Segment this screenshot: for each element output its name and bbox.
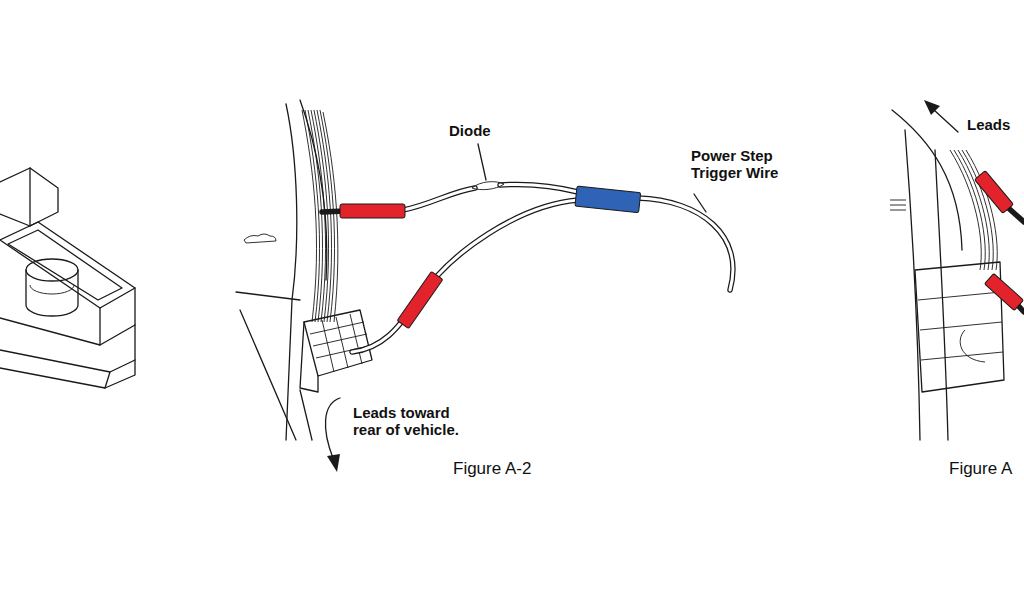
pillar-outline: [286, 104, 297, 440]
direction-note: Leads toward rear of vehicle.: [352, 404, 472, 439]
pillar-outline: [935, 150, 948, 440]
wire-harness: [950, 150, 1024, 312]
wire-harness: [320, 110, 335, 322]
part-label: Diode: [448, 122, 492, 139]
pillar-outline: [918, 292, 1003, 360]
direction-arrow: [327, 454, 340, 472]
wire-harness: [958, 150, 989, 270]
console-box: [0, 168, 58, 226]
wire-harness: [305, 110, 320, 322]
part-label: Power Step Trigger Wire: [690, 147, 802, 182]
wire-harness: [954, 150, 985, 270]
spliced-wires: [322, 182, 733, 352]
pillar-outline: [892, 110, 962, 250]
wire-harness: [950, 150, 981, 270]
direction-arrow: [325, 398, 340, 472]
pillar-outline: [236, 292, 300, 300]
pillar-outline: [890, 110, 1004, 440]
harness-connector: [300, 322, 318, 392]
console-box: [0, 222, 135, 308]
leader-line: [694, 194, 706, 212]
spliced-wires: [472, 182, 504, 190]
leader-line: [478, 144, 486, 180]
spliced-wires: [352, 200, 578, 352]
pillar-outline: [905, 130, 920, 440]
spliced-wires: [638, 198, 733, 290]
harness-connector: [322, 314, 362, 372]
spliced-wires: [352, 200, 578, 352]
spliced-wires: [340, 204, 405, 218]
direction-arrow: [934, 110, 958, 132]
wire-harness: [317, 110, 332, 322]
console-box: [8, 230, 122, 300]
wire-harness: [974, 171, 1013, 214]
direction-arrow: [924, 100, 940, 115]
console-box: [0, 325, 135, 372]
figure-caption: Figure A-2: [452, 459, 532, 479]
spliced-wires: [575, 186, 641, 213]
wire-harness: [323, 112, 338, 322]
spliced-wires: [397, 271, 443, 328]
console-box: [0, 168, 135, 388]
pillar-outline: [960, 330, 985, 362]
pillar-outline: [244, 234, 276, 243]
wire-harness: [984, 273, 1023, 310]
wire-harness: [311, 110, 326, 322]
pillar-outline: [240, 310, 296, 440]
wire-harness: [302, 110, 338, 322]
figure-caption: Figure A: [948, 459, 1013, 479]
console-box: [0, 368, 110, 388]
pillar-outline: [890, 200, 906, 210]
wire-harness: [962, 150, 993, 270]
console-box: [30, 285, 74, 294]
console-box: [105, 360, 135, 388]
console-box: [26, 259, 78, 281]
wire-harness: [308, 110, 323, 322]
console-box: [100, 288, 135, 345]
direction-note: Leads: [966, 116, 1011, 133]
console-box: [26, 270, 78, 316]
spliced-wires: [638, 198, 733, 290]
wire-harness: [302, 110, 317, 322]
direction-arrow: [924, 100, 958, 132]
harness-connector: [304, 310, 372, 376]
pillar-outline: [236, 100, 327, 440]
direction-arrow: [325, 398, 340, 458]
leader-line: [478, 144, 706, 212]
console-box: [0, 318, 100, 345]
pillar-outline: [300, 390, 312, 440]
wire-harness: [314, 110, 329, 322]
wire-harness: [966, 150, 997, 270]
console-box: [29, 168, 30, 226]
